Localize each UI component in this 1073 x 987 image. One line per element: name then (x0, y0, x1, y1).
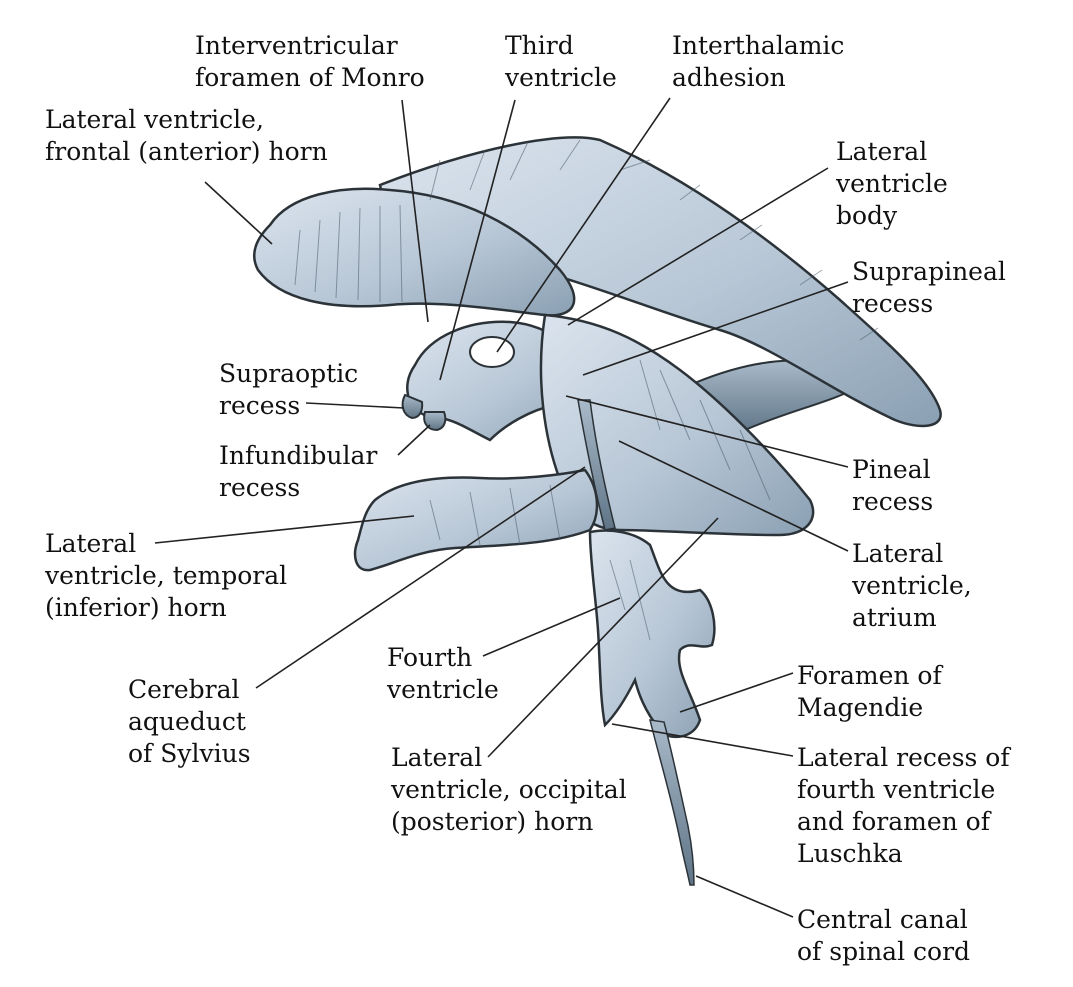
leader-infundibular-recess (397, 424, 431, 456)
label-foramen-magendie: Foramen of Magendie (797, 661, 942, 722)
leader-lateral-ventricle-body (567, 167, 829, 326)
label-lateral-ventricle-body: Lateral ventricle body (836, 137, 948, 230)
label-occipital-horn: Lateral ventricle, occipital (posterior)… (391, 743, 627, 836)
label-atrium: Lateral ventricle, atrium (852, 539, 972, 632)
label-temporal-horn: Lateral ventricle, temporal (inferior) h… (45, 529, 288, 622)
leader-lateral-recess-luschka (611, 723, 794, 757)
leader-cerebral-aqueduct (255, 466, 586, 689)
label-supraoptic-recess: Supraoptic recess (219, 359, 359, 420)
label-pineal-recess: Pineal recess (852, 455, 934, 516)
leader-fourth-ventricle (482, 597, 621, 657)
label-suprapineal-recess: Suprapineal recess (852, 257, 1006, 318)
label-third-ventricle: Third ventricle (505, 31, 617, 92)
leader-lines (154, 97, 849, 918)
leader-interventricular-foramen (401, 99, 429, 323)
leader-suprapineal-recess (582, 281, 849, 376)
label-cerebral-aqueduct: Cerebral aqueduct of Sylvius (128, 675, 251, 768)
label-interthalamic-adhesion: Interthalamic adhesion (672, 31, 845, 92)
label-fourth-ventricle: Fourth ventricle (387, 643, 499, 704)
cerebral-aqueduct-shape (577, 399, 616, 531)
leader-occipital-horn (487, 517, 719, 758)
leader-foramen-magendie (679, 672, 794, 713)
fourth-ventricle-shape (588, 529, 716, 739)
central-canal-shape (649, 719, 695, 886)
label-lateral-recess-luschka: Lateral recess of fourth ventricle and f… (797, 743, 1010, 868)
label-interventricular-foramen: Interventricular foramen of Monro (195, 31, 425, 92)
supraoptic-recess-shape (401, 393, 424, 420)
label-central-canal: Central canal of spinal cord (797, 905, 971, 966)
temporal-horn-shape (353, 468, 599, 572)
leader-interthalamic-adhesion (496, 97, 671, 353)
interthalamic-adhesion-hole (469, 336, 515, 368)
leader-frontal-horn (204, 181, 273, 245)
leader-third-ventricle (439, 99, 516, 381)
leader-pineal-recess (565, 395, 849, 468)
label-infundibular-recess: Infundibular recess (219, 441, 378, 502)
leader-central-canal (695, 875, 794, 918)
leader-atrium (618, 440, 849, 552)
leader-temporal-horn (154, 515, 415, 544)
leader-supraoptic-recess (305, 402, 405, 409)
atrium-shape (539, 313, 815, 537)
label-frontal-horn: Lateral ventricle, frontal (anterior) ho… (45, 105, 328, 166)
